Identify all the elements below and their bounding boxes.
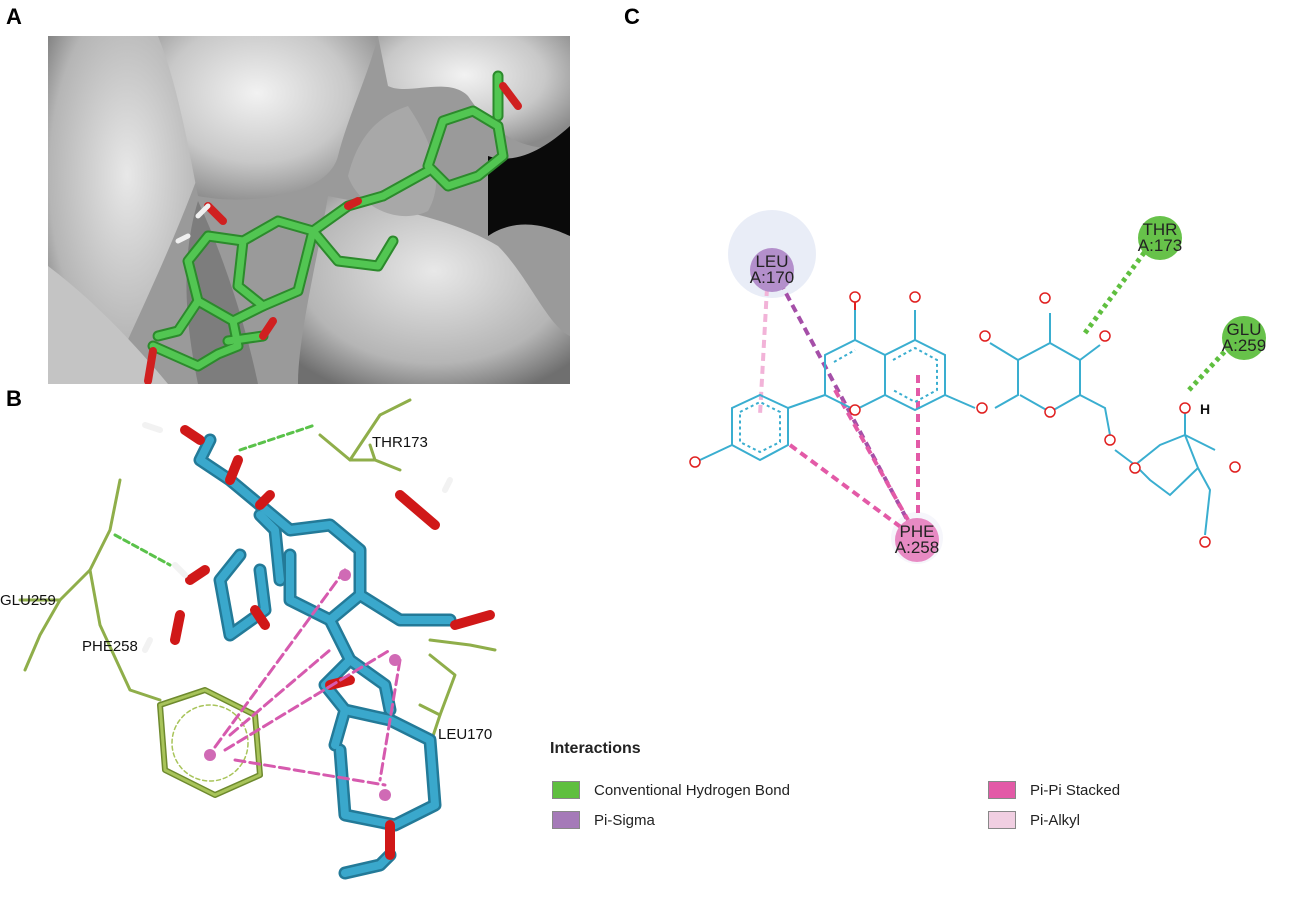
panel-b-3d-interactions: THR173 GLU259 PHE258 LEU170: [0, 385, 540, 899]
surface-image: [48, 36, 570, 384]
residue-name-thr: THR: [1143, 220, 1178, 239]
interaction-2d-diagram: LEU A:170 THR A:173 GLU A:259 PHE A:258 …: [689, 210, 1266, 564]
residue-chain-thr: A:173: [1138, 236, 1182, 255]
residue-label-thr173: THR173: [372, 434, 428, 451]
residue-label-phe258: PHE258: [82, 638, 138, 655]
residue-chain-glu: A:259: [1222, 336, 1266, 355]
legend-swatch-pi-pi-stacked: [988, 781, 1016, 799]
legend-label-pi-sigma: Pi-Sigma: [594, 811, 655, 829]
legend-item-conventional-hydrogen-bond: Conventional Hydrogen Bond: [552, 779, 790, 801]
panel-label-b: B: [6, 386, 22, 411]
legend-title: Interactions: [550, 740, 641, 757]
legend-swatch-pi-alkyl: [988, 811, 1016, 829]
residue-node-phe258: [895, 518, 939, 562]
residue-label-glu259: GLU259: [0, 592, 56, 609]
panel-c-2d-interactions: LEU A:170 THR A:173 GLU A:259 PHE A:258 …: [640, 150, 1289, 590]
legend-item-pi-alkyl: Pi-Alkyl: [988, 809, 1080, 831]
residue-node-glu259: [1222, 316, 1266, 360]
panel-label-a: A: [6, 4, 22, 29]
residue-node-leu170: [750, 248, 794, 292]
panel-label-c: C: [624, 4, 640, 29]
interactions-legend: Interactions Conventional Hydrogen Bond …: [550, 740, 1250, 840]
interaction-3d-image: THR173 GLU259 PHE258 LEU170: [0, 398, 497, 880]
residue-name-phe: PHE: [900, 522, 935, 541]
legend-label-hydrogen-bond: Conventional Hydrogen Bond: [594, 781, 790, 799]
legend-label-pi-alkyl: Pi-Alkyl: [1030, 811, 1081, 829]
residue-label-leu170: LEU170: [438, 726, 492, 743]
residue-node-thr173: [1138, 216, 1182, 260]
residue-name-leu: LEU: [755, 252, 788, 271]
legend-swatch-hydrogen-bond: [552, 781, 580, 799]
legend-item-pi-pi-stacked: Pi-Pi Stacked: [988, 779, 1120, 801]
legend-item-pi-sigma: Pi-Sigma: [552, 809, 655, 831]
hydrogen-atom-label: H: [1200, 401, 1210, 417]
residue-chain-phe: A:258: [895, 538, 939, 557]
legend-label-pi-pi-stacked: Pi-Pi Stacked: [1030, 781, 1121, 799]
residue-chain-leu: A:170: [750, 268, 794, 287]
panel-a-surface-view: [48, 36, 570, 384]
residue-name-glu: GLU: [1227, 320, 1262, 339]
legend-swatch-pi-sigma: [552, 811, 580, 829]
